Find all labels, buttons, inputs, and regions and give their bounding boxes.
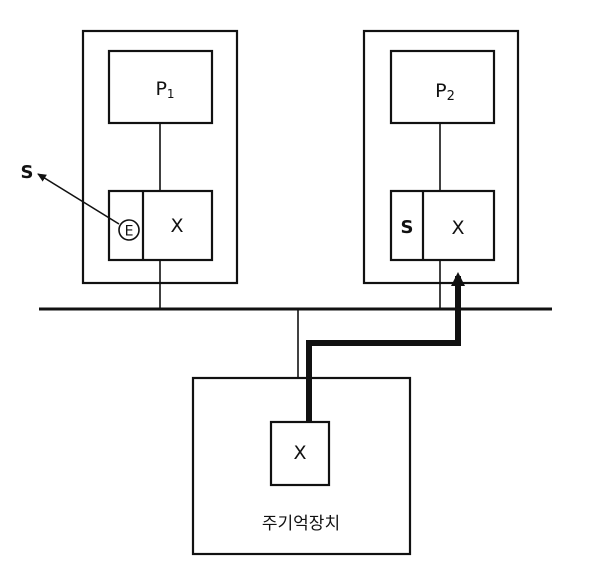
processor-p2-letter: P [435,80,446,102]
main-memory: X 주기억장치 [191,309,412,556]
node-1: P1 E X S [21,29,239,309]
exclusive-state-circle [118,219,140,241]
processor-p1-letter: P [155,78,166,100]
processor-p1-label: P1 [155,78,174,101]
cache-2-box [389,189,496,262]
memory-block-box [269,420,331,487]
cache-1-block: X [170,215,183,237]
processor-p2-box [389,49,496,125]
cache-1-state: E [125,224,134,240]
processor-p2-subscript: 2 [447,89,455,104]
processor-p1-box [107,49,214,125]
cache-2-block: X [451,217,464,239]
memory-block-label: X [293,442,306,464]
processor-p2-label: P2 [435,80,455,104]
data-transfer-path [306,272,465,422]
new-state-label: S [21,162,34,183]
cache-1-box [107,189,214,262]
cache-2-state: S [401,217,414,238]
state-change-arrow [37,173,120,225]
processor-p1-subscript: 1 [167,87,175,101]
main-memory-label: 주기억장치 [262,514,340,534]
node-2: P2 S X [362,29,520,309]
